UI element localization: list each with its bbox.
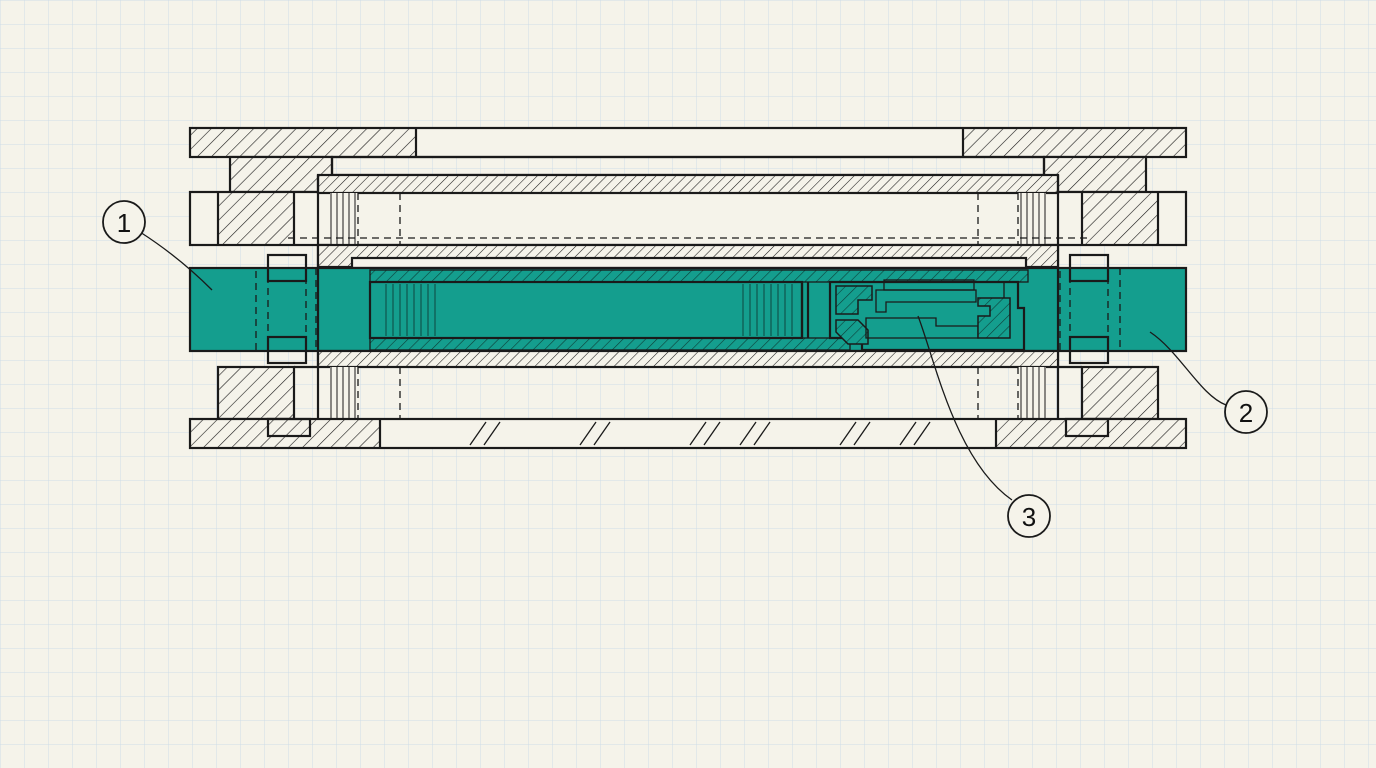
upper-insert-plate — [316, 243, 1060, 270]
callout-1: 1 — [102, 200, 213, 291]
callout-3: 3 — [917, 315, 1051, 538]
callout-2-label: 2 — [1239, 398, 1253, 428]
callout-2: 2 — [1149, 331, 1268, 434]
upper-frame — [188, 173, 1188, 448]
assembly-section — [188, 126, 1188, 450]
callout-3-label: 3 — [1022, 502, 1036, 532]
lower-insert-plate — [266, 253, 1110, 369]
callout-1-label: 1 — [117, 208, 131, 238]
lower-frame — [216, 365, 1160, 421]
top-plate — [188, 126, 1188, 159]
bottom-plate — [188, 417, 1188, 450]
highlighted-beam — [188, 254, 1188, 364]
